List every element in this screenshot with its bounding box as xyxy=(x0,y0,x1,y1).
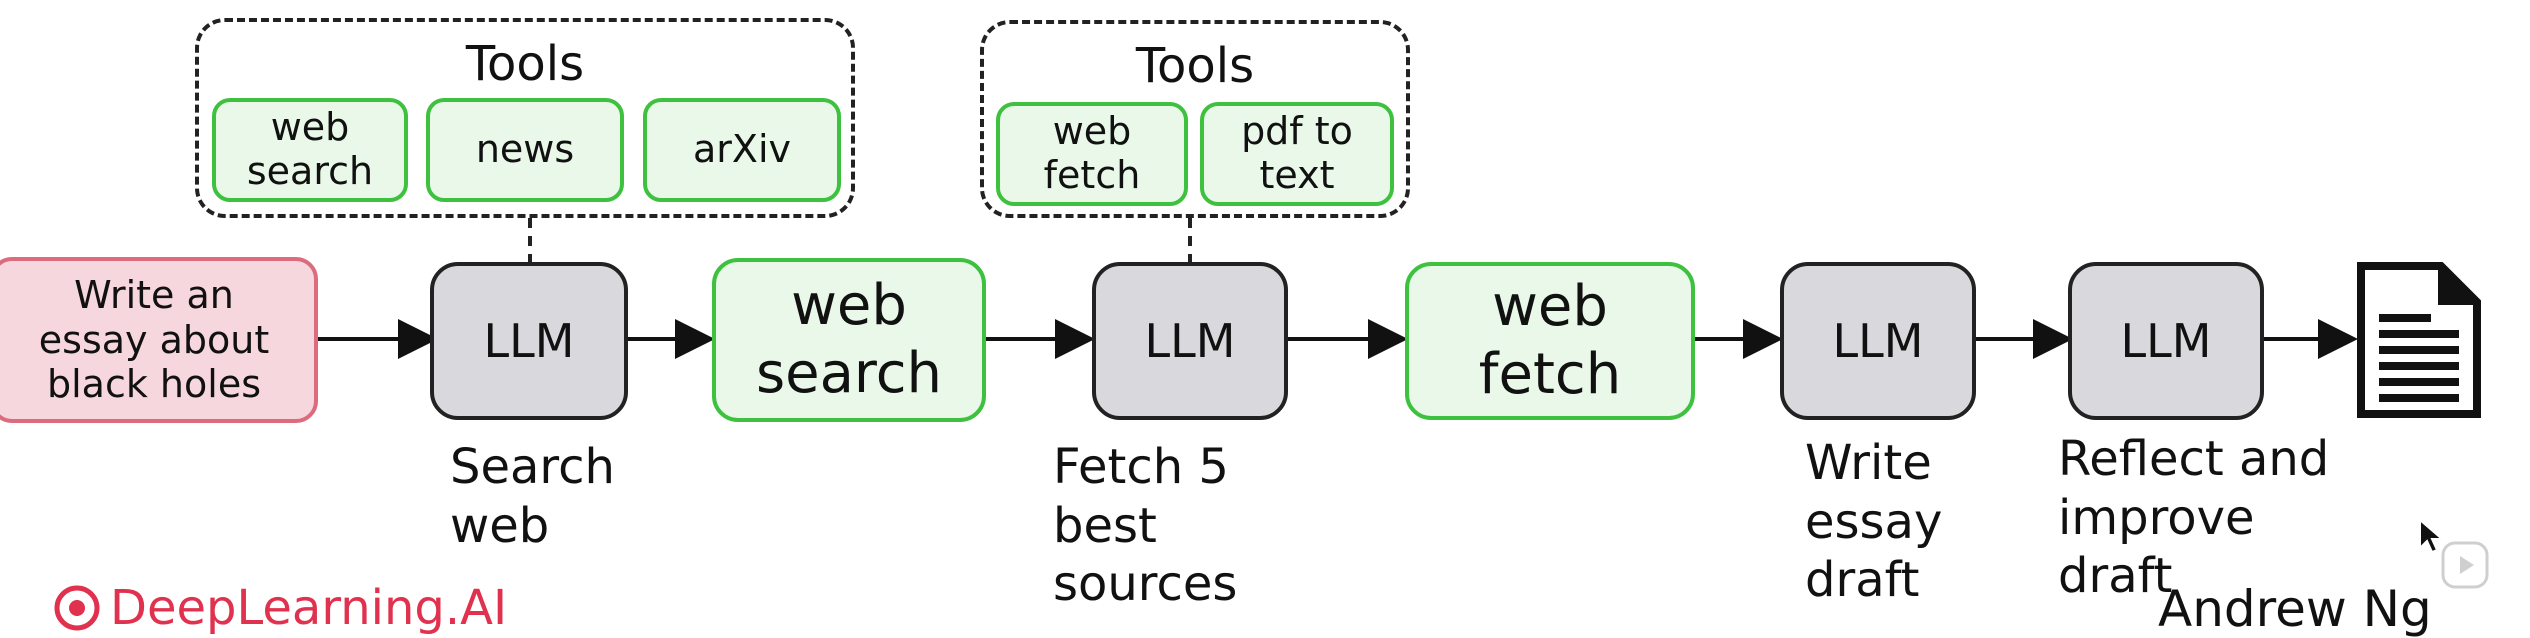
tools-title: Tools xyxy=(1135,38,1255,94)
caption-reflect-improve: Reflect and improve draft xyxy=(2058,431,2330,605)
llm-node: LLM xyxy=(1780,262,1976,420)
tool-web-search: web search xyxy=(212,98,408,202)
caption-fetch-sources: Fetch 5 best sources xyxy=(1053,439,1238,613)
tool-web-fetch: web fetch xyxy=(996,102,1188,206)
llm-node: LLM xyxy=(430,262,628,420)
tools-group-fetch xyxy=(980,20,1410,218)
tool-pdf-to-text: pdf to text xyxy=(1200,102,1394,206)
tools-title: Tools xyxy=(465,36,585,92)
brand-name: DeepLearning.AI xyxy=(110,580,508,636)
web-fetch-step: web fetch xyxy=(1405,262,1695,420)
deeplearning-logo: DeepLearning.AI xyxy=(54,580,507,636)
document-icon xyxy=(2357,262,2481,418)
author-name: Andrew Ng xyxy=(2158,580,2432,638)
web-search-step: web search xyxy=(712,258,986,422)
input-prompt: Write an essay about black holes xyxy=(0,257,318,423)
llm-node: LLM xyxy=(1092,262,1288,420)
tool-news: news xyxy=(426,98,624,202)
llm-node: LLM xyxy=(2068,262,2264,420)
tool-arxiv: arXiv xyxy=(643,98,841,202)
flow-connectors xyxy=(315,218,2358,359)
play-button-icon[interactable] xyxy=(2440,540,2490,590)
caption-search-web: Search web xyxy=(450,439,615,554)
logo-mark-icon xyxy=(54,585,100,631)
caption-write-draft: Write essay draft xyxy=(1805,435,1943,609)
tools-group-search xyxy=(195,18,855,218)
mouse-cursor-icon xyxy=(2419,518,2444,554)
